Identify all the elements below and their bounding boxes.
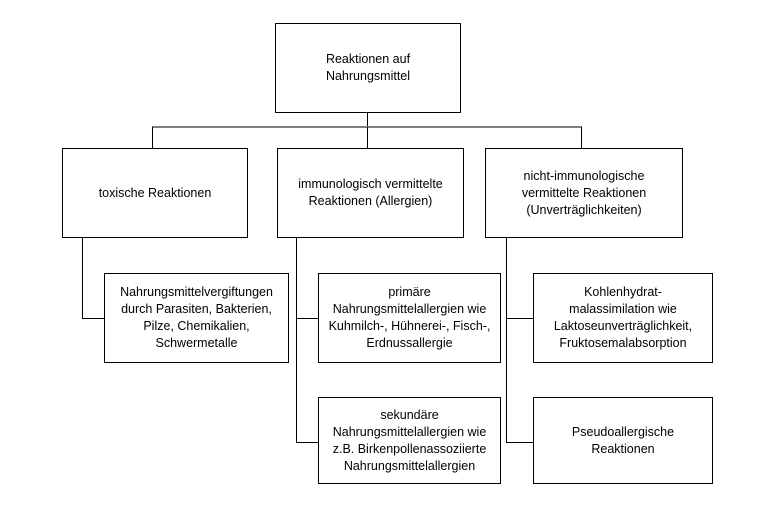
- node-carbohydrate-malassimilation[interactable]: Kohlenhydrat- malassimilation wie Laktos…: [533, 273, 713, 363]
- connector-stub-secondary-allergy: [296, 442, 318, 443]
- node-pseudoallergic-reactions-label: Pseudoallergische Reaktionen: [571, 424, 675, 456]
- node-immunological-reactions[interactable]: immunologisch vermittelte Reaktionen (Al…: [277, 148, 464, 238]
- node-primary-allergy-label: primäre Nahrungsmittelallergien wie Kuhm…: [328, 285, 491, 350]
- connector-stub-pseudoallergic: [506, 442, 533, 443]
- connector-drop-toxic: [152, 127, 153, 148]
- connector-trunk-toxic: [82, 238, 83, 319]
- connector-root-stem: [367, 112, 368, 128]
- connector-trunk-non-immunological: [506, 238, 507, 443]
- node-toxic-reactions[interactable]: toxische Reaktionen: [62, 148, 248, 238]
- node-immunological-reactions-label: immunologisch vermittelte Reaktionen (Al…: [298, 177, 443, 208]
- node-non-immunological-reactions-label: nicht-immunologische vermittelte Reaktio…: [521, 168, 647, 217]
- node-root-label: Reaktionen auf Nahrungsmittel: [325, 52, 411, 83]
- node-root[interactable]: Reaktionen auf Nahrungsmittel: [275, 23, 461, 113]
- node-food-poisoning[interactable]: Nahrungsmittelvergiftungen durch Parasit…: [104, 273, 289, 363]
- connector-stub-carbohydrate: [506, 318, 533, 319]
- connector-stub-primary-allergy: [296, 318, 318, 319]
- node-non-immunological-reactions[interactable]: nicht-immunologische vermittelte Reaktio…: [485, 148, 683, 238]
- node-carbohydrate-malassimilation-label: Kohlenhydrat- malassimilation wie Laktos…: [553, 285, 693, 350]
- node-food-poisoning-label: Nahrungsmittelvergiftungen durch Parasit…: [120, 285, 273, 350]
- connector-trunk-immunological: [296, 238, 297, 443]
- node-secondary-allergy-label: sekundäre Nahrungsmittelallergien wie z.…: [332, 407, 487, 473]
- node-pseudoallergic-reactions[interactable]: Pseudoallergische Reaktionen: [533, 397, 713, 484]
- node-secondary-allergy[interactable]: sekundäre Nahrungsmittelallergien wie z.…: [318, 397, 501, 484]
- node-toxic-reactions-label: toxische Reaktionen: [98, 185, 212, 200]
- connector-drop-immunological: [367, 127, 368, 148]
- connector-drop-non-immunological: [581, 127, 582, 148]
- node-primary-allergy[interactable]: primäre Nahrungsmittelallergien wie Kuhm…: [318, 273, 501, 363]
- connector-stub-toxic-child: [82, 318, 104, 319]
